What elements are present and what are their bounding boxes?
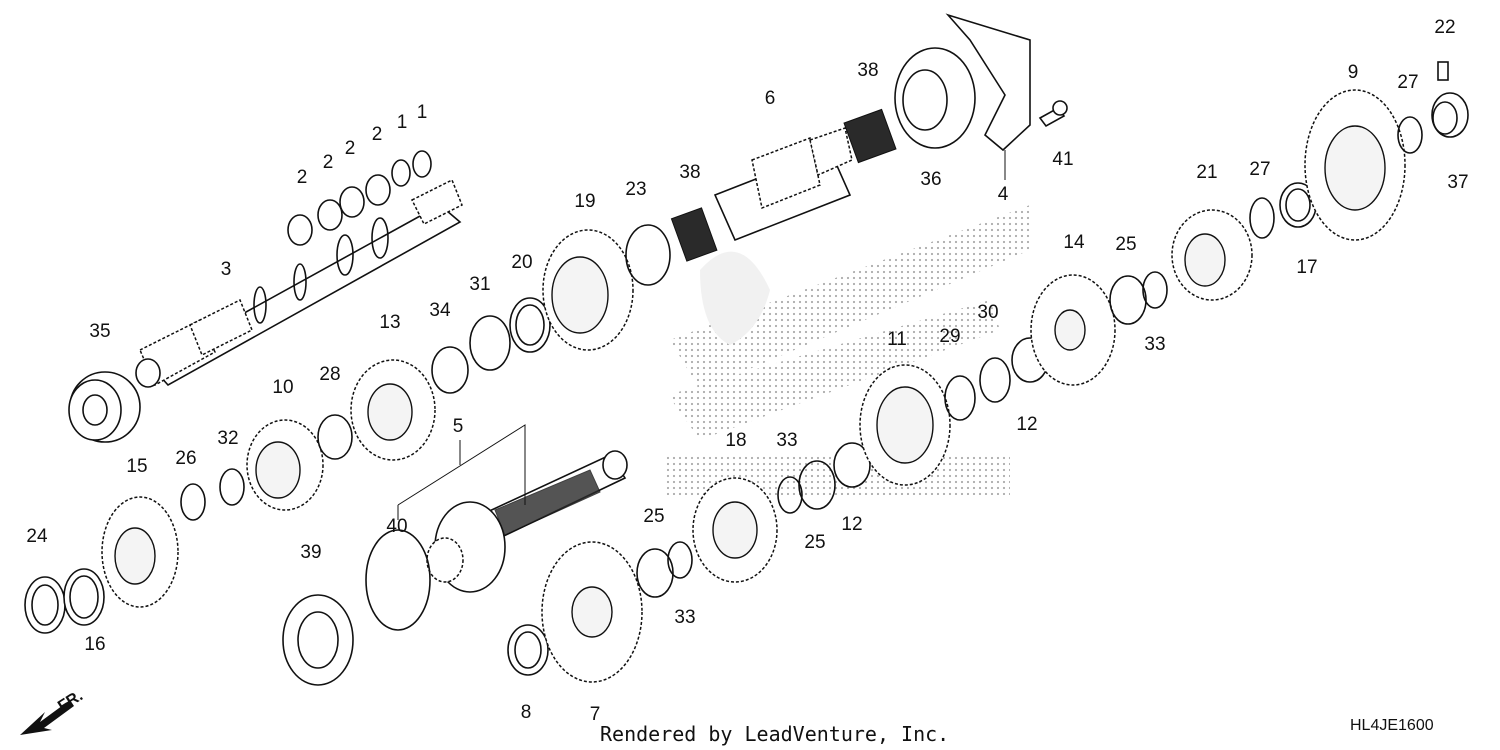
part-number-30: 30 — [977, 302, 998, 323]
gear-9[interactable] — [1304, 61, 1469, 241]
part-number-23: 23 — [625, 179, 646, 200]
part-number-2: 2 — [323, 152, 334, 173]
shaft-5[interactable] — [282, 450, 628, 686]
part-number-40: 40 — [386, 516, 407, 537]
part-number-38: 38 — [679, 162, 700, 183]
part-number-12: 12 — [841, 514, 862, 535]
part-number-20: 20 — [511, 252, 532, 273]
gear-21[interactable] — [1171, 182, 1317, 301]
part-number-labels: 1 1 2 2 2 2 3 4 5 6 7 8 9 10 11 12 12 13… — [26, 17, 1468, 725]
part-number-12: 12 — [1016, 414, 1037, 435]
part-number-2: 2 — [297, 167, 308, 188]
part-number-25: 25 — [643, 506, 664, 527]
part-number-6: 6 — [765, 88, 776, 109]
gear-15-group[interactable] — [24, 468, 245, 634]
part-number-18: 18 — [725, 430, 746, 451]
part-number-34: 34 — [429, 300, 451, 321]
gear-7[interactable] — [507, 541, 643, 683]
part-number-10: 10 — [272, 377, 293, 398]
part-number-32: 32 — [217, 428, 238, 449]
part-number-1: 1 — [397, 112, 408, 133]
part-number-13: 13 — [379, 312, 400, 333]
gear-19[interactable] — [542, 224, 671, 351]
part-number-14: 14 — [1063, 232, 1085, 253]
part-number-16: 16 — [84, 634, 105, 655]
part-number-5: 5 — [453, 416, 464, 437]
front-direction-indicator: FR. — [20, 687, 86, 735]
part-number-25: 25 — [1115, 234, 1136, 255]
part-number-1: 1 — [417, 102, 428, 123]
gear-13[interactable] — [350, 297, 551, 461]
part-number-29: 29 — [939, 326, 960, 347]
part-number-27: 27 — [1249, 159, 1270, 180]
part-number-39: 39 — [300, 542, 321, 563]
leader-lines — [397, 150, 1006, 520]
gear-10[interactable] — [246, 414, 353, 511]
part-number-21: 21 — [1196, 162, 1217, 183]
bearing-35[interactable] — [68, 371, 141, 443]
part-number-11: 11 — [887, 329, 907, 350]
part-number-41: 41 — [1052, 149, 1073, 170]
part-number-9: 9 — [1348, 62, 1359, 83]
part-number-35: 35 — [89, 321, 110, 342]
part-number-33: 33 — [674, 607, 695, 628]
part-number-17: 17 — [1296, 257, 1317, 278]
part-number-31: 31 — [469, 274, 490, 295]
part-number-3: 3 — [221, 259, 232, 280]
countershaft-6[interactable] — [670, 108, 897, 262]
part-number-7: 7 — [590, 704, 601, 725]
part-number-38: 38 — [857, 60, 878, 81]
part-number-24: 24 — [26, 526, 48, 547]
part-number-2: 2 — [345, 138, 356, 159]
part-number-22: 22 — [1434, 17, 1455, 38]
part-number-25: 25 — [804, 532, 825, 553]
part-number-33: 33 — [776, 430, 797, 451]
part-number-2: 2 — [372, 124, 383, 145]
gear-18[interactable] — [636, 442, 871, 598]
gear-11[interactable] — [859, 337, 1049, 486]
part-number-36: 36 — [920, 169, 941, 190]
rendered-by-credit: Rendered by LeadVenture, Inc. — [600, 722, 949, 746]
part-number-33: 33 — [1144, 334, 1165, 355]
part-number-8: 8 — [521, 702, 532, 723]
snap-rings[interactable] — [287, 150, 432, 246]
part-number-15: 15 — [126, 456, 147, 477]
gear-14[interactable] — [1030, 271, 1168, 386]
mainshaft[interactable] — [135, 178, 463, 388]
part-number-19: 19 — [574, 191, 595, 212]
part-number-27: 27 — [1397, 72, 1418, 93]
bearing-36[interactable] — [894, 13, 1068, 152]
part-number-28: 28 — [319, 364, 340, 385]
part-number-37: 37 — [1447, 172, 1468, 193]
part-number-26: 26 — [175, 448, 196, 469]
diagram-code: HL4JE1600 — [1350, 717, 1434, 734]
part-number-4: 4 — [998, 184, 1009, 205]
